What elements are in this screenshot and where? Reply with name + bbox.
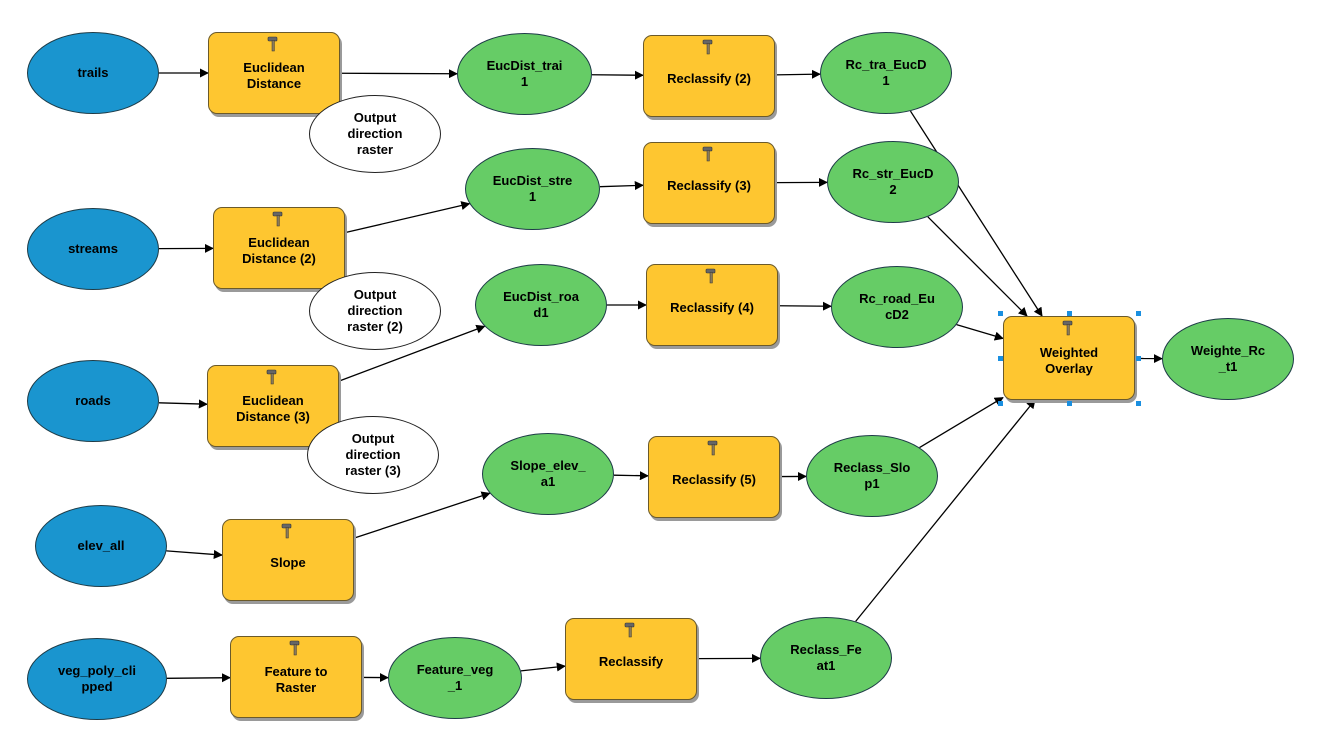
derived-data-node-reclass-fe[interactable]: Reclass_Fe at1	[760, 617, 892, 699]
connector-rc4-to-rc_road[interactable]	[777, 301, 832, 311]
connector-slope_elev-to-rc5[interactable]	[613, 471, 649, 481]
connector-euc_trai-to-rc2[interactable]	[591, 70, 644, 80]
node-label: EucDist_stre 1	[492, 173, 573, 204]
output-node-odr3[interactable]: Output direction raster (3)	[307, 416, 439, 494]
connector-elev_all-to-slope[interactable]	[166, 549, 223, 559]
input-data-node-veg[interactable]: veg_poly_cli pped	[27, 638, 167, 720]
input-data-node-streams[interactable]: streams	[27, 208, 159, 290]
connector-rc2-to-rc_tra[interactable]	[774, 69, 821, 79]
connector-feature_veg-to-rc[interactable]	[520, 662, 566, 672]
connector-rc_str-to-wo[interactable]	[927, 216, 1028, 317]
node-label: Reclassify (5)	[672, 472, 756, 487]
tool-node-ftr[interactable]: Feature to Raster	[230, 636, 362, 718]
node-label: Euclidean Distance (2)	[242, 235, 316, 266]
node-label: Reclassify (3)	[667, 178, 751, 193]
hammer-icon	[1061, 320, 1077, 336]
selection-handle[interactable]	[1067, 311, 1072, 316]
node-label: streams	[68, 241, 118, 256]
hammer-icon	[271, 211, 287, 227]
connector-roads-to-ed3[interactable]	[158, 399, 208, 409]
derived-data-node-rc-tra[interactable]: Rc_tra_EucD 1	[820, 32, 952, 114]
node-label: Output direction raster (3)	[345, 431, 401, 478]
hammer-icon	[266, 36, 282, 52]
derived-data-node-rc-str[interactable]: Rc_str_EucD 2	[827, 141, 959, 223]
selection-handle[interactable]	[1136, 311, 1141, 316]
connector-ed3-to-euc_roa[interactable]	[338, 324, 486, 382]
selection-frame	[1000, 313, 1138, 403]
selection-handle[interactable]	[998, 356, 1003, 361]
node-label: Reclassify	[598, 654, 664, 669]
connector-euc_stre-to-rc3[interactable]	[599, 180, 644, 191]
hammer-icon	[280, 523, 296, 539]
node-label: Reclassify (4)	[670, 300, 754, 315]
node-label: Rc_str_EucD 2	[852, 166, 934, 197]
node-label: Slope_elev_ a1	[510, 458, 586, 489]
selection-handle[interactable]	[1136, 401, 1141, 406]
hammer-icon	[623, 622, 639, 638]
selection-handle[interactable]	[998, 311, 1003, 316]
derived-data-node-euc-roa[interactable]: EucDist_roa d1	[475, 264, 607, 346]
tool-node-rc4[interactable]: Reclassify (4)	[646, 264, 778, 346]
tool-node-rc[interactable]: Reclassify	[565, 618, 697, 700]
node-label: Rc_road_Eu cD2	[859, 291, 935, 322]
output-node-odr1[interactable]: Output direction raster	[309, 95, 441, 173]
derived-data-node-slope-elev[interactable]: Slope_elev_ a1	[482, 433, 614, 515]
hammer-icon	[701, 146, 717, 162]
node-label: Feature_veg _1	[416, 662, 494, 693]
node-label: veg_poly_cli pped	[57, 663, 137, 694]
connector-veg-to-ftr[interactable]	[166, 673, 231, 683]
connector-reclass_slo-to-wo[interactable]	[919, 396, 1004, 449]
hammer-icon	[288, 640, 304, 656]
node-label: EucDist_trai 1	[486, 58, 563, 89]
node-label: trails	[77, 65, 109, 80]
hammer-icon	[701, 39, 717, 55]
derived-data-node-euc-stre[interactable]: EucDist_stre 1	[465, 148, 600, 230]
tool-node-slope[interactable]: Slope	[222, 519, 354, 601]
connector-rc_tra-to-wo[interactable]	[909, 110, 1043, 317]
tool-node-rc3[interactable]: Reclassify (3)	[643, 142, 775, 224]
tool-node-ed1[interactable]: Euclidean Distance	[208, 32, 340, 114]
node-label: Rc_tra_EucD 1	[845, 57, 927, 88]
input-data-node-trails[interactable]: trails	[27, 32, 159, 114]
derived-data-node-weighte[interactable]: Weighte_Rc _t1	[1162, 318, 1294, 400]
node-label: Reclass_Slo p1	[833, 460, 911, 491]
node-label: Feature to Raster	[264, 664, 328, 695]
node-label: Output direction raster	[347, 110, 403, 157]
hammer-icon	[704, 268, 720, 284]
selection-handle[interactable]	[1136, 356, 1141, 361]
node-label: Euclidean Distance (3)	[236, 393, 310, 424]
node-label: elev_all	[77, 538, 125, 553]
derived-data-node-reclass-slo[interactable]: Reclass_Slo p1	[806, 435, 938, 517]
node-label: Slope	[270, 555, 306, 570]
selection-handle[interactable]	[1067, 401, 1072, 406]
connector-ed2-to-euc_stre[interactable]	[344, 201, 471, 234]
connector-reclass_fe-to-wo[interactable]	[855, 399, 1036, 622]
node-label: Euclidean Distance	[243, 60, 305, 91]
connector-slope-to-slope_elev[interactable]	[353, 491, 491, 539]
output-node-odr2[interactable]: Output direction raster (2)	[309, 272, 441, 350]
derived-data-node-euc-trai[interactable]: EucDist_trai 1	[457, 33, 592, 115]
derived-data-node-rc-road[interactable]: Rc_road_Eu cD2	[831, 266, 963, 348]
tool-node-rc2[interactable]: Reclassify (2)	[643, 35, 775, 117]
selection-handle[interactable]	[998, 401, 1003, 406]
node-label: Weighte_Rc _t1	[1190, 343, 1266, 374]
derived-data-node-feature-veg[interactable]: Feature_veg _1	[388, 637, 522, 719]
tool-node-rc5[interactable]: Reclassify (5)	[648, 436, 780, 518]
node-label: roads	[75, 393, 111, 408]
node-label: Reclassify (2)	[667, 71, 751, 86]
connector-rc_road-to-wo[interactable]	[956, 324, 1004, 341]
hammer-icon	[706, 440, 722, 456]
input-data-node-elev-all[interactable]: elev_all	[35, 505, 167, 587]
node-label: Reclass_Fe at1	[790, 642, 862, 673]
input-data-node-roads[interactable]: roads	[27, 360, 159, 442]
node-label: EucDist_roa d1	[503, 289, 579, 320]
hammer-icon	[265, 369, 281, 385]
tool-node-ed2[interactable]: Euclidean Distance (2)	[213, 207, 345, 289]
node-label: Output direction raster (2)	[347, 287, 403, 334]
